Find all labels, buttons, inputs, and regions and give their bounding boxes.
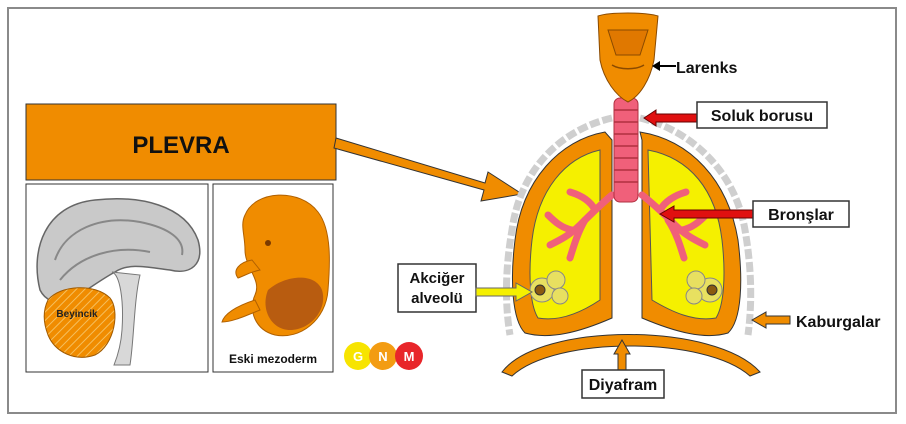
plevra-title-box: PLEVRA — [26, 104, 336, 180]
trachea — [614, 98, 638, 202]
label-alveolu: alveolü — [411, 290, 463, 307]
label-larenks: Larenks — [676, 60, 737, 77]
label-akciger: Akciğer — [409, 270, 464, 287]
label-bronslar: Bronşlar — [768, 207, 834, 224]
larynx — [598, 13, 658, 102]
soluk-borusu-callout: Soluk borusu — [644, 102, 827, 128]
label-eski-mezoderm: Eski mezoderm — [229, 352, 317, 366]
logo-letter-m: M — [404, 349, 415, 364]
larenks-callout: Larenks — [652, 60, 737, 77]
kaburgalar-callout: Kaburgalar — [752, 312, 880, 331]
embryo-eye — [265, 240, 271, 246]
plevra-arrow — [334, 138, 522, 201]
gnm-logo: G N M — [344, 342, 423, 370]
logo-letter-g: G — [353, 349, 363, 364]
label-diyafram: Diyafram — [589, 377, 657, 394]
akciger-alveolu-callout: Akciğer alveolü — [398, 264, 532, 312]
label-soluk-borusu: Soluk borusu — [711, 108, 813, 125]
logo-letter-n: N — [378, 349, 387, 364]
label-kaburgalar: Kaburgalar — [796, 314, 880, 331]
brain-panel: Beyincik — [26, 184, 208, 372]
left-lung — [512, 132, 612, 336]
label-beyincik: Beyincik — [56, 309, 98, 320]
plevra-title: PLEVRA — [132, 132, 229, 159]
diyafram-callout: Diyafram — [582, 340, 664, 398]
embryo-panel: Eski mezoderm — [213, 184, 333, 372]
